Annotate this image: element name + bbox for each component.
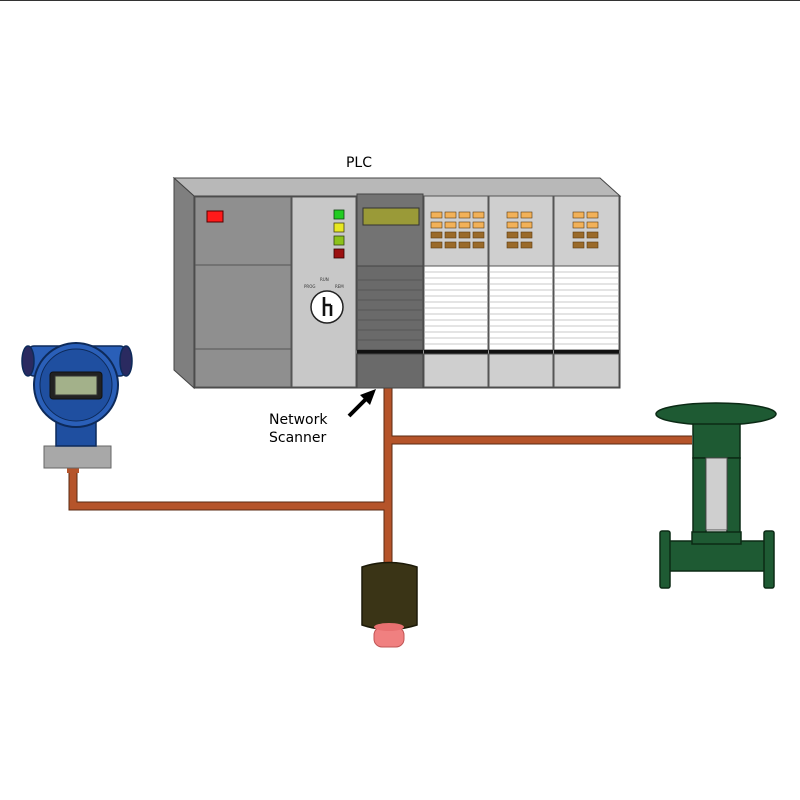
io-indicator [520,211,533,219]
plc-title: PLC [346,155,372,171]
io-indicator [506,211,519,219]
io-indicator [472,211,485,219]
network-cables [68,386,692,563]
io-indicator [586,241,599,249]
io-indicator [472,221,485,229]
io-indicator [520,221,533,229]
io-indicator [506,221,519,229]
io-indicator [430,221,443,229]
cable-to-transmitter [69,467,388,510]
io-indicator [586,211,599,219]
network-scanner-label-line1: Network [269,412,328,428]
led-dark-red [333,248,345,259]
network-scanner-label-line2: Scanner [269,430,327,446]
photo-sensor-icon [361,561,418,648]
io-indicator [444,241,457,249]
io-module-3 [553,195,620,388]
io-terminal-lines [425,271,618,345]
io-indicator [506,241,519,249]
plc-chassis: RUN PROG REM [172,176,622,390]
processor-module: RUN PROG REM [291,196,357,388]
key-label-prog: PROG [304,284,315,289]
io-indicator [444,231,457,239]
key-switch-icon[interactable] [310,290,344,324]
power-supply-module [194,196,292,388]
control-valve-icon [655,402,777,589]
io-indicator [506,231,519,239]
io-indicator [444,221,457,229]
scanner-lcd [362,207,420,226]
arrow-icon [347,389,376,418]
io-indicator [586,221,599,229]
io-indicator [458,231,471,239]
led-green [333,209,345,220]
transmitter-display [54,375,98,396]
valve-stem [705,457,728,531]
io-indicator [520,231,533,239]
io-indicator [430,231,443,239]
io-indicator [472,241,485,249]
io-indicator [572,231,585,239]
io-indicator [520,241,533,249]
io-indicator [444,211,457,219]
io-indicator-grid [430,211,599,249]
io-indicator [572,241,585,249]
io-indicator [586,231,599,239]
power-indicator-red [206,210,224,223]
io-indicator [458,221,471,229]
io-indicator [430,211,443,219]
pressure-transmitter-icon [21,342,133,473]
io-indicator [458,211,471,219]
io-indicator [572,211,585,219]
key-label-rem: REM [335,284,344,289]
key-label-run: RUN [320,277,329,282]
io-indicator [572,221,585,229]
led-yellow [333,222,345,233]
led-lime [333,235,345,246]
io-indicator [472,231,485,239]
network-scanner-module [356,193,424,389]
io-indicator [430,241,443,249]
io-indicator [458,241,471,249]
